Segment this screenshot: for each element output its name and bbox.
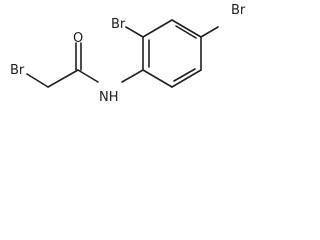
atom-label-br-para: Br	[231, 3, 246, 18]
bond-ring-br-para	[200, 26, 219, 38]
chemical-structure: Br O NH Br Br	[10, 3, 246, 105]
atom-label-nh: NH	[99, 90, 119, 105]
ring-inner-bond-c	[173, 68, 196, 82]
ring-bond-c2-c3	[142, 19, 173, 38]
bond-ring-br-ortho	[125, 26, 144, 38]
atom-label-br-ortho: Br	[111, 17, 126, 32]
bond-nitrogen-ring	[121, 69, 144, 83]
bond-br-ch2	[26, 73, 49, 88]
atom-label-oxygen: O	[73, 31, 83, 46]
ring-bond-c6-c1	[142, 69, 173, 88]
ring-inner-bond-b	[175, 25, 197, 39]
bond-carbonyl-nitrogen	[77, 69, 99, 83]
ring-bond-c5-c6	[171, 69, 202, 88]
ring-bond-c3-c4	[171, 19, 202, 38]
atom-labels: Br O NH Br Br	[10, 3, 246, 105]
bond-lines	[26, 19, 219, 88]
atom-label-br-acetyl: Br	[10, 63, 25, 78]
bond-ch2-carbonyl	[47, 69, 79, 88]
